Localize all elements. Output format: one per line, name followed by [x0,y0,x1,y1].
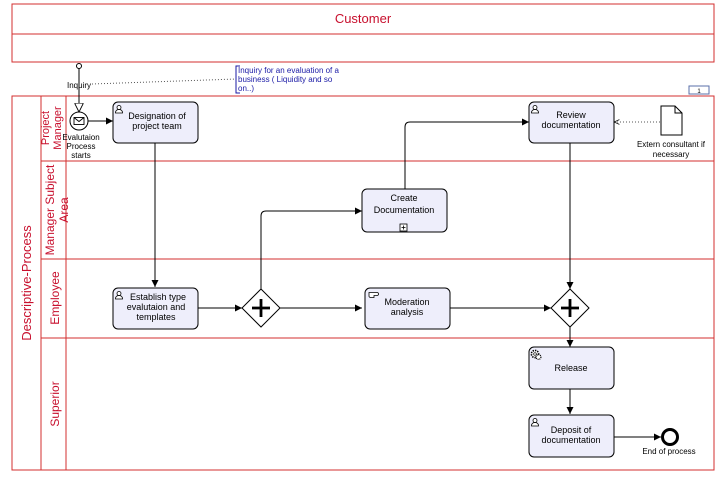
task-release-label: Release [554,363,587,373]
page-number: 1 [697,89,701,95]
process-pool[interactable]: Descriptive-Process ProjectManager Manag… [11,95,715,471]
lane-label-manager-subject-area: Manager SubjectArea [43,164,71,255]
user-icon [115,291,123,300]
page-number-tab: 1 [688,85,710,95]
customer-pool[interactable]: Customer [11,3,715,63]
user-icon [531,418,539,427]
end-event-label: End of process [642,447,695,456]
customer-pool-title: Customer [335,11,392,26]
end-event[interactable]: End of process [642,428,696,457]
message-flow-inquiry[interactable]: Inquiry [67,63,91,113]
inquiry-label: Inquiry [67,81,91,90]
task-release[interactable]: Release [528,346,615,390]
lane-label-project-manager: ProjectManager [40,106,64,150]
lane-label-employee: Employee [48,271,62,325]
annotation-text: Inquiry for an evaluation of a business … [238,66,341,93]
document-icon [660,105,683,136]
process-pool-title: Descriptive-Process [19,225,34,341]
parallel-gateway-join[interactable] [550,288,590,328]
text-annotation[interactable]: Inquiry for an evaluation of a business … [91,65,341,94]
parallel-gateway-split[interactable] [241,288,281,328]
user-icon [531,105,539,114]
envelope-icon [73,117,85,125]
manual-hand-icon [368,292,379,298]
user-icon [115,105,123,114]
subprocess-marker-icon [399,223,408,232]
lane-label-superior: Superior [48,381,62,426]
gear-icon [530,349,542,361]
sequence-flows [88,117,661,441]
